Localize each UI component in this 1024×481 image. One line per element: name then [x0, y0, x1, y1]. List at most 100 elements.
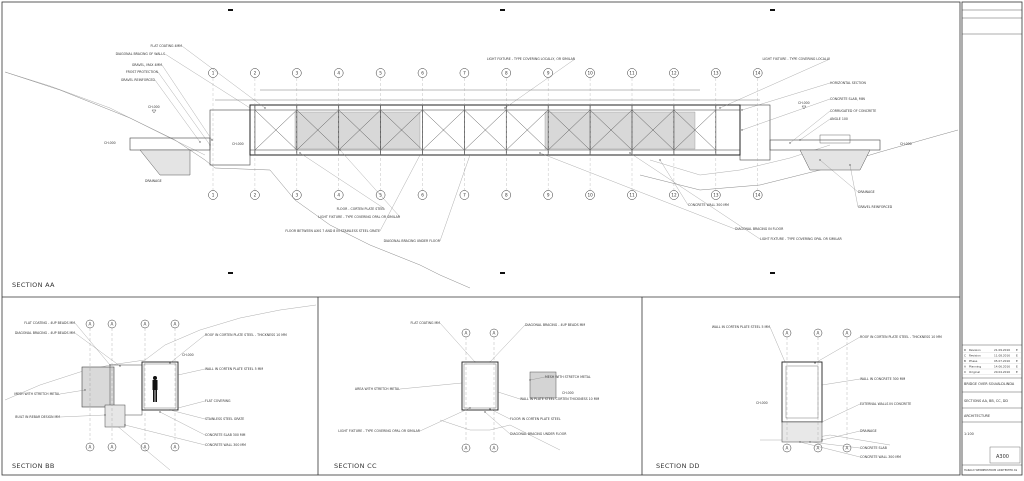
grid-axis: A A	[107, 319, 117, 452]
level-tag: CH.000	[232, 142, 244, 146]
grid-axis: A A	[140, 319, 150, 452]
grid-bubble-3: 3	[292, 190, 302, 200]
terrain-line	[4, 71, 206, 156]
svg-text:4: 4	[337, 71, 340, 76]
svg-text:CONCRETE SLAB, MIN: CONCRETE SLAB, MIN	[830, 97, 866, 101]
annotation-label: CONCRETE SLAB 300 MM	[159, 411, 246, 437]
annotation-label: DIAGONAL BRACING - 4UP BEADS MM	[15, 331, 121, 367]
svg-text:Original: Original	[969, 370, 980, 374]
project-name: BRIDGE OVER SOLVALDLINDA	[964, 382, 1015, 386]
mesh-panel-left	[294, 111, 421, 150]
svg-text:FLOOR IN CORTEN PLATE STEEL: FLOOR IN CORTEN PLATE STEEL	[510, 417, 561, 421]
terrain-line	[439, 419, 561, 451]
annotation-label: LIGHT FIXTURE - TYPE COVERING LOCALLY	[719, 57, 831, 109]
grid-bubble-11: 11	[627, 190, 637, 200]
annotation-label: DRAINAGE	[821, 429, 877, 441]
annotation-label: DIAGONAL BRACING OF WALLS	[116, 52, 251, 109]
left-abutment	[139, 149, 191, 176]
concrete-wall	[104, 404, 126, 428]
grid-bubble-5: 5	[375, 68, 386, 78]
annotation-label: MESH WITH STRETCH METAL	[14, 389, 86, 396]
svg-text:11.08.2016: 11.08.2016	[994, 354, 1010, 358]
svg-text:CH.000: CH.000	[148, 105, 160, 109]
svg-text:WALL IN CORTEN PLATE STEEL 5 M: WALL IN CORTEN PLATE STEEL 5 MM	[712, 325, 770, 329]
annotation-label: WALL IN CONCRETE 300 MM	[821, 377, 905, 386]
svg-text:MESH WITH STRETCH METAL: MESH WITH STRETCH METAL	[545, 375, 591, 379]
svg-text:20.04.2016: 20.04.2016	[994, 370, 1010, 374]
person-figure	[152, 376, 158, 402]
svg-text:1: 1	[212, 71, 215, 76]
annotation-label: STAINLESS STEEL GRATE	[169, 409, 244, 421]
annotation-label: FLAT COATING MM	[411, 321, 476, 363]
section-mark	[228, 9, 233, 11]
svg-text:FLAT COATING - 4UP BEADS MM: FLAT COATING - 4UP BEADS MM	[24, 321, 75, 325]
svg-text:DIAGONAL BRACING IN FLOOR: DIAGONAL BRACING IN FLOOR	[735, 227, 784, 231]
annotation-label: CONCRETE SLAB	[809, 441, 887, 450]
svg-text:CH.000: CH.000	[104, 141, 116, 145]
svg-text:DIAGONAL BRACING UNDER FLOOR: DIAGONAL BRACING UNDER FLOOR	[384, 239, 441, 243]
annotation-labels: FLAT COATING MM DIAGONAL BRACING - 4UP BE…	[338, 321, 599, 436]
truss-diagonal	[380, 109, 423, 151]
svg-text:DIAGONAL BRACING OF WALLS: DIAGONAL BRACING OF WALLS	[116, 52, 165, 56]
annotation-label: GRAVEL REINFORCED	[121, 78, 201, 143]
annotation-label: BUILT IN REBAR DESIGN MM	[15, 414, 106, 419]
svg-text:FLAT COATING MM: FLAT COATING MM	[411, 321, 441, 325]
svg-text:6: 6	[421, 193, 424, 198]
svg-text:Planning: Planning	[969, 365, 981, 369]
svg-text:B: B	[964, 359, 966, 363]
grid-bubble-6: 6	[417, 68, 428, 78]
svg-text:DIAGONAL BRACING UNDER FLOOR: DIAGONAL BRACING UNDER FLOOR	[510, 432, 567, 436]
svg-text:10: 10	[588, 71, 594, 76]
grid-bubble-4: 4	[333, 190, 344, 200]
annotation-label: CONCRETE SLAB, MIN	[741, 97, 866, 131]
svg-text:WALL IN CONCRETE 300 MM: WALL IN CONCRETE 300 MM	[860, 377, 905, 381]
svg-text:12: 12	[671, 193, 677, 198]
svg-text:E: E	[1016, 354, 1018, 358]
grid-bubble-2: 2	[250, 68, 260, 78]
grid-axis: A A	[85, 319, 95, 452]
annotation-label: ANGLE 100	[799, 117, 848, 141]
grid-bubble-10: 10	[585, 190, 595, 200]
truss-diagonal	[631, 109, 675, 151]
svg-text:FLOOR BETWEEN AXIS 7 AND 8 IN: FLOOR BETWEEN AXIS 7 AND 8 IN STAINLESS …	[285, 229, 380, 233]
grid-bubble-8: 8	[501, 68, 512, 78]
truss-diagonal	[548, 109, 591, 151]
svg-text:6: 6	[421, 71, 424, 76]
drainage-label: DRAINAGE	[145, 179, 162, 183]
svg-text:8: 8	[505, 71, 508, 76]
grid-bubble-6: 6	[417, 190, 428, 200]
level-tag: CH.000	[562, 391, 574, 395]
svg-text:A: A	[846, 446, 849, 451]
svg-text:DIAGONAL BRACING - 4UP BEADS M: DIAGONAL BRACING - 4UP BEADS MM	[525, 323, 585, 327]
annotation-label: FLOOR BETWEEN AXIS 7 AND 8 IN STAINLESS …	[285, 154, 421, 233]
svg-text:7: 7	[463, 193, 466, 198]
grid-bubble-1: 1	[208, 190, 218, 200]
svg-text:E: E	[1016, 370, 1018, 374]
grid-bubble-10: 10	[585, 68, 595, 78]
mesh-wall	[81, 366, 115, 408]
svg-text:11: 11	[629, 193, 635, 198]
svg-text:14: 14	[755, 193, 761, 198]
annotation-label: ROOF IN CORTEN PLATE STEEL - THICKNESS 1…	[169, 333, 287, 364]
svg-text:MESH WITH STRETCH METAL: MESH WITH STRETCH METAL	[14, 392, 60, 396]
concrete-base	[781, 421, 823, 443]
grid-bubble-14: 14	[752, 190, 763, 200]
svg-text:A: A	[111, 322, 114, 327]
annotation-label: FLAT COVERING	[177, 399, 231, 409]
level-tag: CH.000	[148, 105, 160, 114]
svg-text:FLOOR - CORTEN PLATE STEEL: FLOOR - CORTEN PLATE STEEL	[337, 207, 386, 211]
svg-text:DRAINAGE: DRAINAGE	[860, 429, 877, 433]
truss-diagonal	[338, 109, 381, 151]
svg-text:A: A	[964, 365, 966, 369]
truss-diagonal	[296, 109, 339, 151]
svg-text:3: 3	[296, 71, 299, 76]
svg-text:9: 9	[547, 71, 550, 76]
